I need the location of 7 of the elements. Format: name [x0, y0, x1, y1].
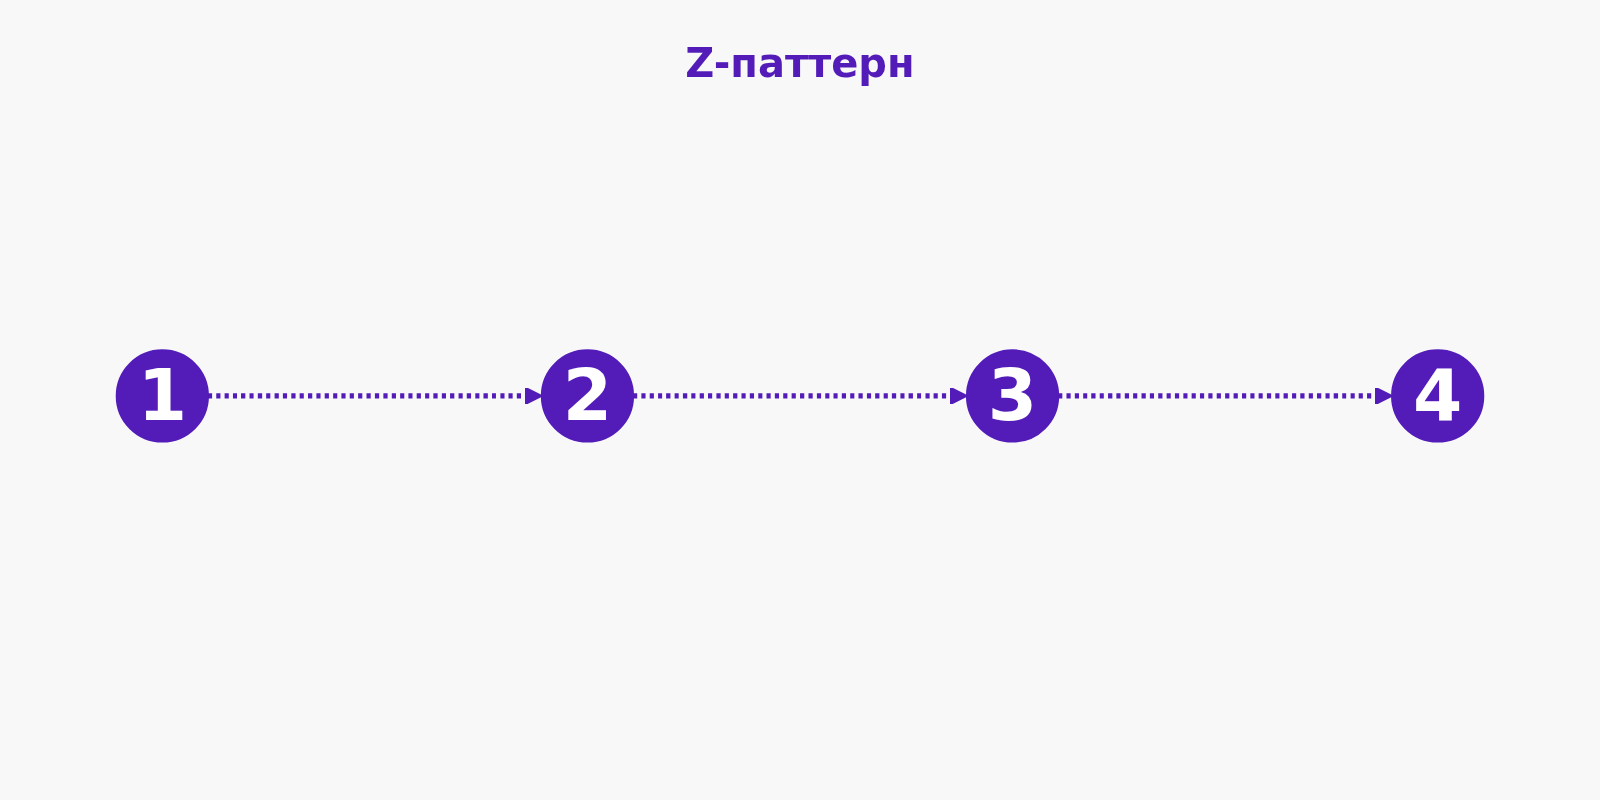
title: Z-паттерн: [684, 40, 916, 86]
arrow: [1058, 386, 1393, 406]
node-circle: 2: [540, 349, 635, 443]
node-circle: 3: [965, 349, 1060, 443]
node-circle: 4: [1391, 349, 1485, 443]
node-circle: 1: [115, 349, 209, 443]
arrow: [633, 386, 968, 406]
